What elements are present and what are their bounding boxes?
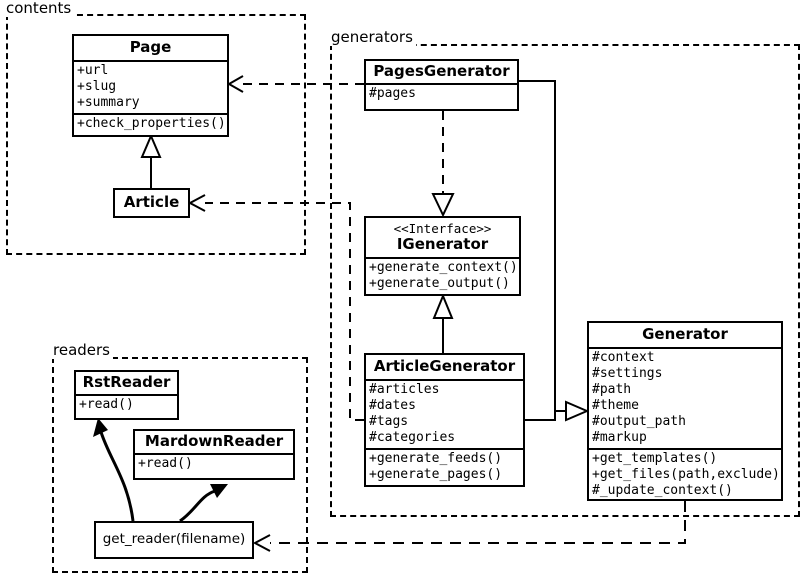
class-generator-methods: +get_templates() +get_files(path,exclude… — [589, 448, 781, 501]
function-get-reader[interactable]: get_reader(filename) — [94, 521, 254, 559]
method: #_update_context() — [592, 483, 733, 498]
class-articlegenerator-title: ArticleGenerator — [373, 357, 516, 375]
class-igenerator-title: IGenerator — [396, 235, 489, 253]
class-igenerator-header: <<Interface>> IGenerator — [366, 218, 519, 257]
class-page-attributes: +url +slug +summary — [74, 60, 227, 113]
method: +get_files(path,exclude) — [592, 467, 780, 482]
function-get-reader-label: get_reader(filename) — [102, 531, 246, 547]
class-articlegenerator-methods: +generate_feeds() +generate_pages() — [366, 448, 523, 485]
class-mardownreader[interactable]: MardownReader +read() — [133, 429, 295, 480]
method: +read() — [79, 397, 134, 412]
package-readers-label: readers — [51, 342, 113, 359]
method: +generate_pages() — [369, 467, 503, 482]
attribute: +slug — [77, 79, 117, 94]
attribute: #articles — [369, 382, 440, 397]
attribute: #categories — [369, 430, 456, 445]
package-contents-label: contents — [4, 0, 75, 17]
method: +get_templates() — [592, 451, 718, 466]
class-generator[interactable]: Generator #context #settings #path #them… — [587, 321, 783, 501]
class-article[interactable]: Article — [113, 188, 190, 218]
class-pagesgenerator-attributes: #pages — [366, 83, 517, 104]
class-article-title: Article — [123, 193, 180, 211]
attribute: +summary — [77, 95, 140, 110]
method: +generate_output() — [369, 276, 510, 291]
package-readers — [52, 357, 308, 573]
class-mardownreader-title: MardownReader — [144, 432, 284, 450]
class-rstreader-methods: +read() — [76, 394, 177, 415]
class-generator-title: Generator — [642, 325, 728, 343]
attribute: #markup — [592, 430, 647, 445]
attribute: #pages — [369, 86, 416, 101]
class-pagesgenerator-title: PagesGenerator — [373, 62, 510, 80]
package-generators-label: generators — [329, 29, 416, 46]
attribute: #context — [592, 350, 655, 365]
class-rstreader[interactable]: RstReader +read() — [74, 370, 179, 420]
package-contents — [6, 14, 306, 255]
class-articlegenerator-attributes: #articles #dates #tags #categories — [366, 379, 523, 448]
class-mardownreader-methods: +read() — [135, 453, 293, 474]
attribute: #settings — [592, 366, 663, 381]
class-igenerator[interactable]: <<Interface>> IGenerator +generate_conte… — [364, 216, 521, 296]
method: +read() — [138, 456, 193, 471]
method: +check_properties() — [77, 116, 226, 131]
class-rstreader-title: RstReader — [82, 373, 171, 391]
attribute: #output_path — [592, 414, 686, 429]
attribute: #dates — [369, 398, 416, 413]
class-generator-attributes: #context #settings #path #theme #output_… — [589, 347, 781, 448]
class-pagesgenerator[interactable]: PagesGenerator #pages — [364, 59, 519, 111]
method: +generate_context() — [369, 260, 518, 275]
class-igenerator-stereotype: <<Interface>> — [393, 221, 492, 236]
class-page[interactable]: Page +url +slug +summary +check_properti… — [72, 34, 229, 137]
class-page-methods: +check_properties() — [74, 113, 227, 134]
class-igenerator-methods: +generate_context() +generate_output() — [366, 257, 519, 294]
method: +generate_feeds() — [369, 451, 503, 466]
attribute: +url — [77, 63, 109, 78]
attribute: #tags — [369, 414, 409, 429]
attribute: #theme — [592, 398, 639, 413]
class-articlegenerator[interactable]: ArticleGenerator #articles #dates #tags … — [364, 353, 525, 487]
attribute: #path — [592, 382, 632, 397]
class-page-title: Page — [129, 38, 172, 56]
